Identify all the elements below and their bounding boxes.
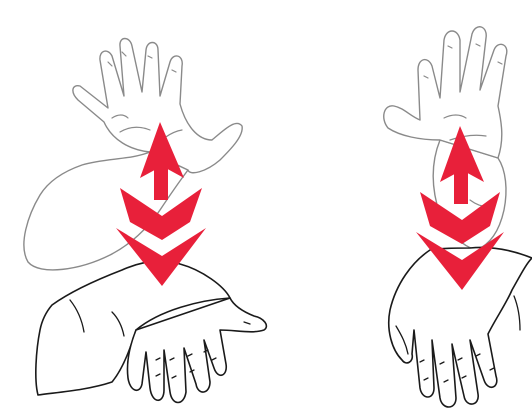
right-arrow-shaft	[454, 170, 468, 204]
right-upper-palm	[384, 27, 507, 158]
left-panel	[24, 39, 266, 403]
left-arrow-shaft	[154, 166, 168, 200]
left-upper-hand	[24, 39, 242, 270]
right-panel	[384, 27, 532, 407]
left-lower-hand	[36, 261, 267, 402]
